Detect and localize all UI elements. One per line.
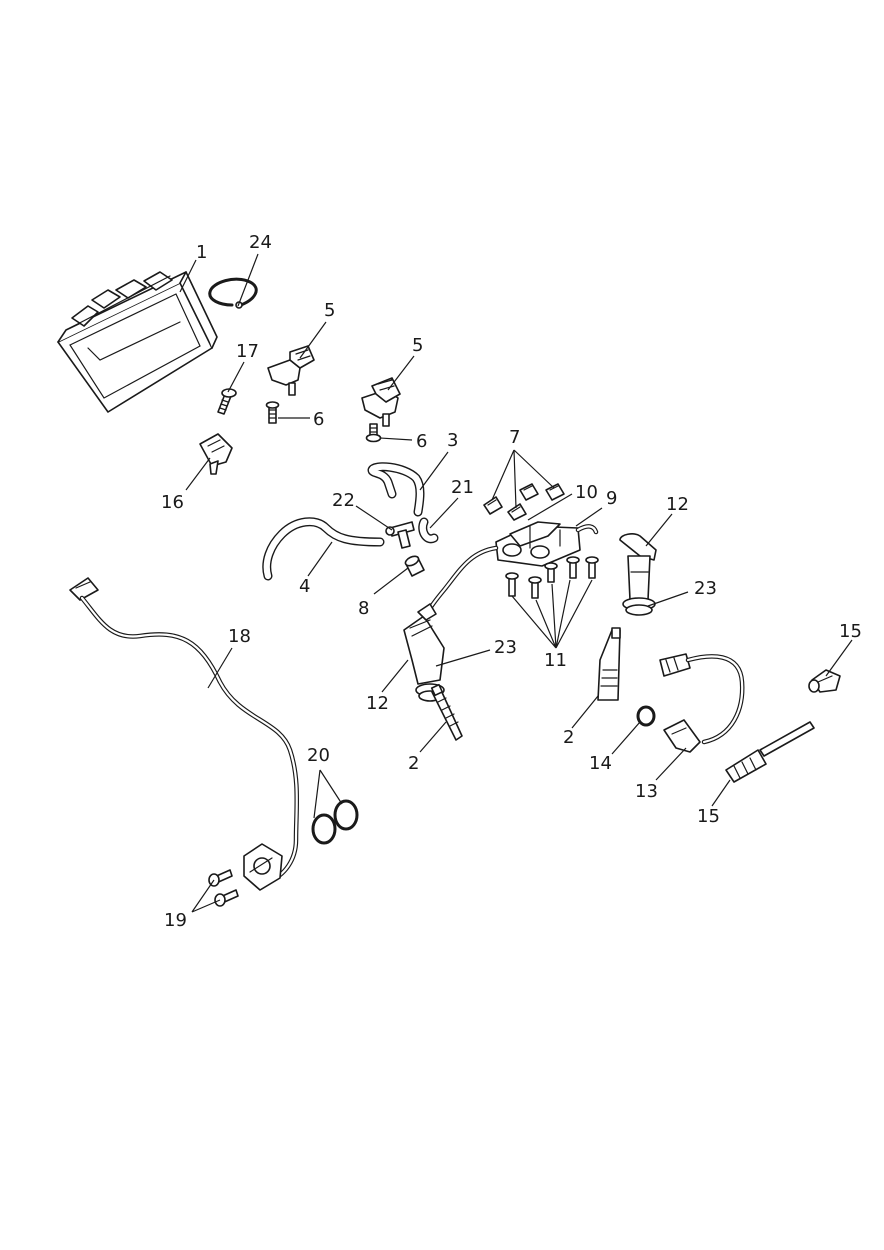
plug-cap-right[interactable] [619,533,657,616]
callout-1: 1 [196,242,207,263]
callout-14: 14 [589,753,612,774]
callout-20: 20 [307,745,330,766]
o-ring-20b[interactable] [333,799,359,831]
washer-14[interactable] [636,705,656,727]
callout-12a: 12 [666,494,689,515]
hose-4[interactable] [262,517,385,581]
callout-6a: 6 [313,409,324,430]
screw-11e[interactable] [544,562,558,583]
callout-19: 19 [164,910,187,931]
spark-plug-left[interactable] [430,683,463,741]
o-ring-20a[interactable] [311,813,337,845]
callout-24: 24 [249,232,272,253]
plug-cap-left[interactable] [403,603,445,702]
bolt-19b[interactable] [214,889,239,907]
callout-13: 13 [635,781,658,802]
callout-8: 8 [358,598,369,619]
screw-11d[interactable] [585,556,599,579]
screw-11b[interactable] [528,576,542,599]
callout-18: 18 [228,626,251,647]
callout-2a: 2 [408,753,419,774]
callout-21: 21 [451,477,474,498]
callout-6b: 6 [416,431,427,452]
callout-labels: 1 24 5 5 17 6 6 3 7 16 22 21 10 9 12 4 8… [161,232,862,931]
clip-7c[interactable] [519,483,539,501]
callout-15a: 15 [839,621,862,642]
callout-2b: 2 [563,727,574,748]
map-sensor-b[interactable] [361,377,401,427]
callout-7: 7 [509,427,520,448]
sensor-16[interactable] [199,433,233,475]
callout-23a: 23 [694,578,717,599]
t-connector-22[interactable] [385,521,415,549]
hose-3[interactable] [367,462,425,517]
callout-11: 11 [544,650,567,671]
bolt-19a[interactable] [208,869,233,887]
screw-11c[interactable] [566,556,580,579]
temperature-sensor[interactable] [659,653,745,753]
ecm-module[interactable] [57,271,218,413]
callout-17: 17 [236,341,259,362]
clip-7a[interactable] [483,496,503,515]
screw-6b[interactable] [365,423,382,443]
sensor-harness-18[interactable] [69,577,300,891]
sensor-15b[interactable] [725,721,815,783]
ignition-coil[interactable] [495,521,581,567]
callout-12b: 12 [366,693,389,714]
screw-6a[interactable] [265,401,280,424]
leader-lines [179,253,853,913]
callout-15b: 15 [697,806,720,827]
small-hose-21[interactable] [418,517,439,544]
callout-4: 4 [299,576,310,597]
clip-7b[interactable] [507,503,527,521]
callout-23b: 23 [494,637,517,658]
callout-3: 3 [447,430,458,451]
sleeve-8[interactable] [404,554,425,577]
callout-5a: 5 [324,300,335,321]
sensor-15a[interactable] [808,669,841,693]
spark-plug-right[interactable] [597,627,621,701]
clip-7d[interactable] [545,483,565,501]
callout-10: 10 [575,482,598,503]
screw-11a[interactable] [505,572,519,597]
screw-17[interactable] [217,388,237,415]
callout-16: 16 [161,492,184,513]
map-sensor-a[interactable] [267,345,315,396]
circlip[interactable] [208,277,258,309]
callout-5b: 5 [412,335,423,356]
callout-22: 22 [332,490,355,511]
callout-9: 9 [606,488,617,509]
